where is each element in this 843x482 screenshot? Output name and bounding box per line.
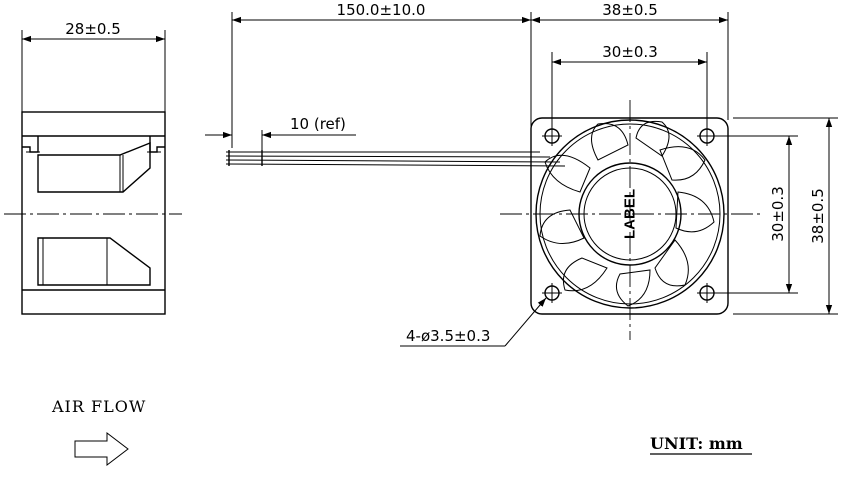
cable-length-dimension: 150.0±10.0 [337, 1, 426, 19]
cable: 150.0±10.0 10 (ref) [205, 1, 566, 167]
airflow: AIR FLOW [51, 397, 146, 467]
strip-length-dimension: 10 (ref) [290, 115, 346, 133]
hole-spacing-h-dimension: 30±0.3 [602, 43, 658, 61]
hole-spec-label: 4-ø3.5±0.3 [406, 327, 490, 345]
side-frame [21, 111, 166, 315]
airflow-label: AIR FLOW [51, 397, 146, 416]
side-width-dimension: 28±0.5 [65, 20, 121, 38]
unit-note: UNIT: mm [650, 434, 752, 455]
side-view: 28±0.5 [4, 20, 182, 315]
hole-spacing-v-dimension: 30±0.3 [769, 186, 787, 242]
unit-label: UNIT: mm [650, 434, 743, 453]
fan-frame [530, 117, 729, 315]
fan-width-dimension: 38±0.5 [602, 1, 658, 19]
side-lower-blade [37, 237, 151, 286]
front-view: 38±0.5 30±0.3 [400, 1, 838, 347]
fan-height-dimension: 38±0.5 [809, 188, 827, 244]
side-upper-blade [37, 141, 151, 193]
fan-blades [539, 120, 715, 307]
right-arrow-icon [74, 431, 129, 467]
